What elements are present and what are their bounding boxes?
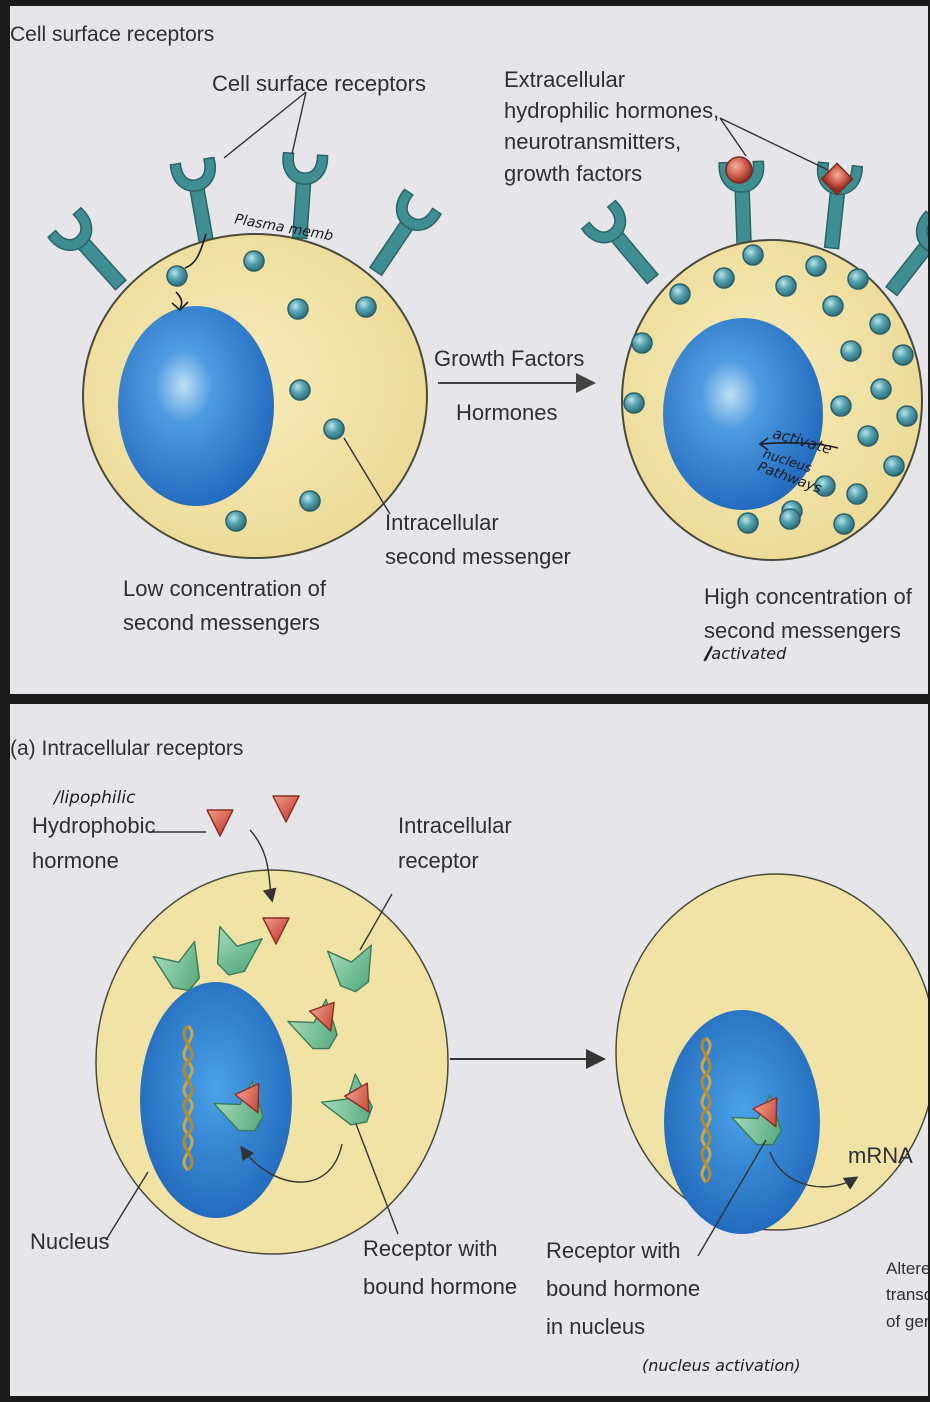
receptor-left-1 [48, 208, 137, 300]
extracellular-label: Extracellular hydrophilic hormones, neur… [504, 64, 719, 189]
receptor-bound-label: Receptor with bound hormone [363, 1230, 517, 1306]
note-nucleus-activation: (nucleus activation) [642, 1356, 801, 1375]
nucleus-left [118, 306, 274, 506]
hydrophilic-hormone-round [726, 157, 752, 183]
receptor-right-1 [582, 200, 670, 293]
hydrophobic-label: Hydrophobic hormone [32, 808, 156, 878]
arrow-label-hormones: Hormones [456, 397, 557, 428]
note-activated: /activated [706, 644, 786, 663]
receptor-nucleus-label: Receptor with bound hormone in nucleus [546, 1232, 700, 1345]
altered-transcription-label: Altered transcr of gen [886, 1256, 928, 1335]
hydrophobic-hormone [207, 810, 233, 836]
nucleus-label: Nucleus [30, 1226, 109, 1257]
messenger-label: Intracellular second messenger [385, 506, 571, 574]
cell-surface-panel: Cell surface receptors Cell surface rece… [10, 6, 928, 694]
nucleus-leader [106, 1172, 148, 1240]
mrna-label: mRNA [848, 1140, 913, 1171]
intracellular-receptor-label: Intracellular receptor [398, 808, 512, 878]
low-concentration-label: Low concentration of second messengers [123, 572, 326, 640]
high-concentration-label: High concentration of second messengers [704, 580, 912, 648]
panel-title: (a) Intracellular receptors [10, 734, 243, 764]
receptor-label: Cell surface receptors [212, 68, 426, 99]
arrow-label-growth-factors: Growth Factors [434, 343, 584, 374]
note-lipophilic: /lipophilic [54, 788, 135, 808]
intracellular-panel: (a) Intracellular receptors /lipophilic … [10, 704, 928, 1396]
receptor-left-2 [170, 157, 228, 247]
hydrophobic-hormone [273, 796, 299, 822]
receptor-left-4 [357, 189, 441, 283]
nucleus-left [140, 982, 292, 1218]
panel-title: Cell surface receptors [10, 20, 214, 50]
